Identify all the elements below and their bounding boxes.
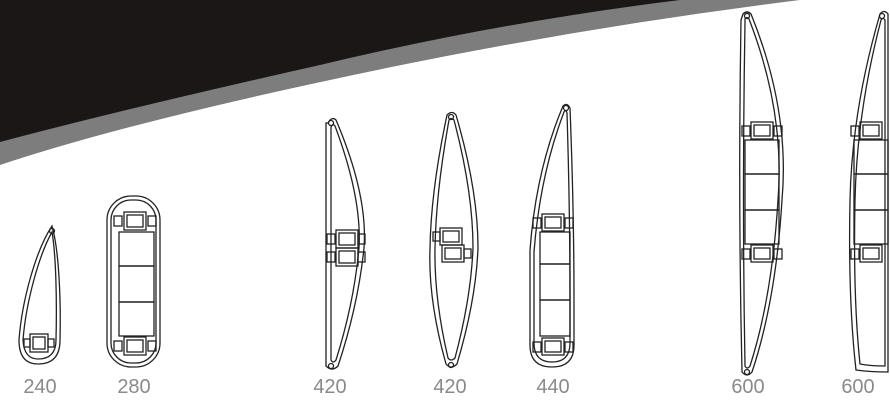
profile-600a bbox=[739, 11, 784, 376]
profile-label-420a: 420 bbox=[313, 376, 347, 398]
banner-dark-band bbox=[0, 0, 680, 142]
profile-label-280: 280 bbox=[117, 376, 151, 398]
profile-label-240: 240 bbox=[23, 376, 57, 398]
profile-label-600b: 600 bbox=[841, 376, 875, 398]
profile-600b bbox=[848, 10, 889, 373]
profile-420b bbox=[429, 111, 479, 369]
profile-label-420b: 420 bbox=[433, 376, 467, 398]
profile-420a bbox=[325, 117, 366, 370]
profile-label-600a: 600 bbox=[731, 376, 765, 398]
profile-440 bbox=[529, 103, 575, 368]
profile-240 bbox=[18, 224, 61, 365]
profile-280 bbox=[106, 195, 161, 368]
profile-label-440: 440 bbox=[536, 376, 570, 398]
